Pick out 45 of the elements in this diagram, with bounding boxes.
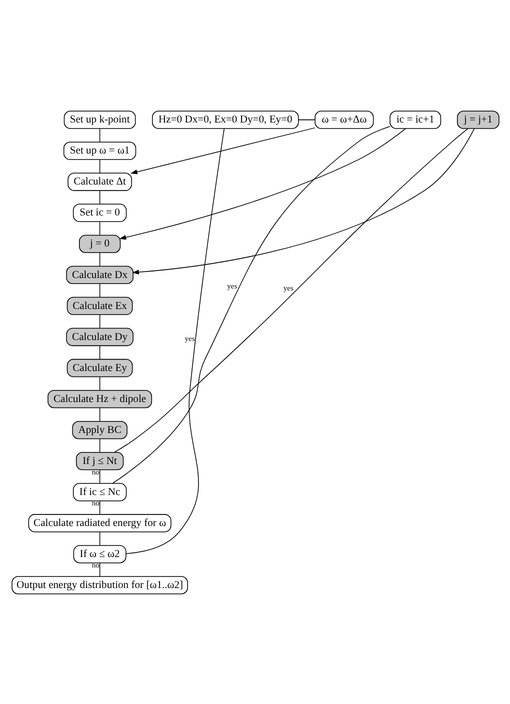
node-box: Set ic = 0: [72, 203, 126, 222]
connector: [98, 128, 100, 142]
arrow: [118, 128, 406, 240]
node-box: Calculate Hz + dipole: [47, 389, 152, 408]
node-box: Output energy distribution for [ω1..ω2]: [11, 576, 188, 594]
connector: [98, 344, 100, 360]
connector: [98, 562, 100, 576]
node-box: Calculate Dx: [66, 265, 133, 284]
arrow: [130, 126, 315, 174]
connector: [98, 500, 100, 514]
connector: [98, 282, 100, 298]
connector: [98, 252, 100, 266]
node-box: ic = ic+1: [389, 110, 441, 128]
node-box: Set up k-point: [63, 110, 136, 128]
connector: [98, 438, 100, 452]
node-box: Calculate Ey: [66, 358, 132, 377]
connector: [125, 128, 224, 554]
node-box: Apply BC: [72, 420, 127, 439]
connector: [298, 118, 315, 120]
node-box: If j ≤ Nt: [75, 452, 124, 470]
node-box: ω = ω+Δω: [314, 110, 374, 128]
node-box: Calculate Dy: [66, 327, 133, 346]
connector: [98, 220, 100, 235]
connector: [98, 531, 100, 546]
node-box: j = 0: [78, 234, 120, 252]
node-box: Calculate Δt: [67, 172, 132, 190]
node-box: Calculate Ex: [66, 296, 132, 315]
node-box: If ic ≤ Nc: [72, 482, 126, 501]
connector: [98, 376, 100, 390]
connector: [112, 126, 390, 484]
connector: [98, 406, 100, 422]
arrow: [132, 128, 474, 274]
connector: [98, 158, 100, 173]
edge-label: yes: [184, 334, 194, 343]
connector: [114, 128, 468, 452]
connector: [98, 469, 100, 484]
node-box: Calculate radiated energy for ω: [28, 514, 171, 532]
node-box: If ω ≤ ω2: [72, 544, 126, 563]
edge-label: yes: [226, 280, 237, 290]
node-box: Hz=0 Dx=0, Ex=0 Dy=0, Ey=0: [152, 110, 298, 128]
node-box: j = j+1: [456, 110, 499, 128]
connector: [98, 190, 100, 204]
edge-label: yes: [282, 283, 293, 292]
connector: [98, 314, 100, 328]
node-box: Set up ω = ω1: [62, 141, 136, 160]
